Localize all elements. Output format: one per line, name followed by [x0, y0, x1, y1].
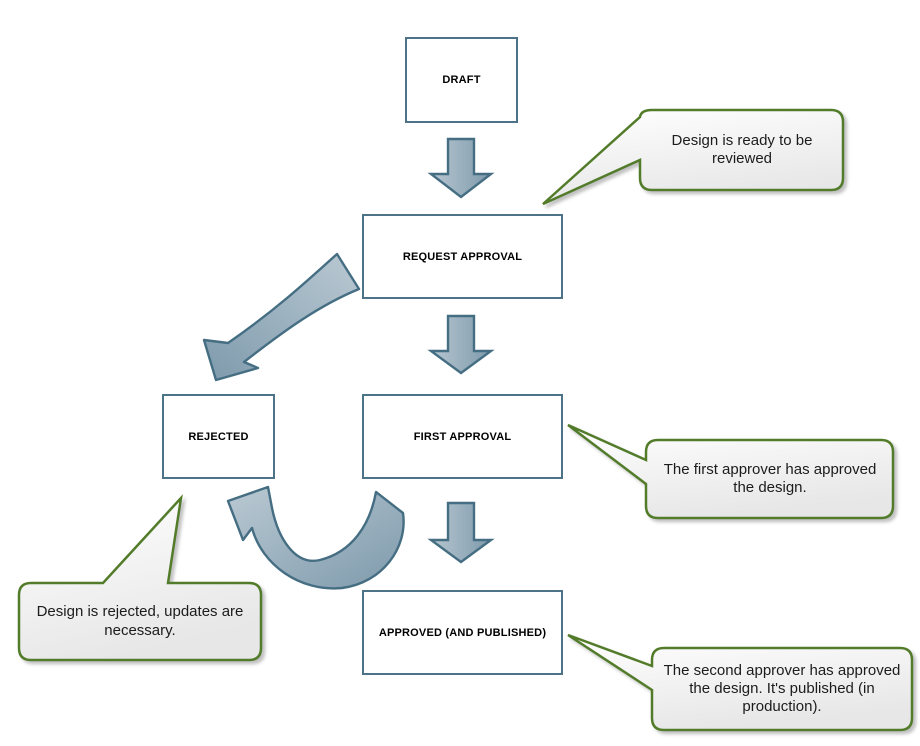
node-draft: DRAFT	[405, 37, 518, 123]
callout-first-approved-text: The first approver has approved the desi…	[663, 460, 877, 496]
node-approved-published: APPROVED (AND PUBLISHED)	[362, 590, 563, 675]
curved-arrow-first-to-rejected	[226, 485, 405, 590]
arrow-draft-to-request	[427, 137, 495, 199]
arrow-request-to-first	[427, 314, 495, 375]
node-first-approval-label: FIRST APPROVAL	[413, 430, 512, 443]
node-rejected: REJECTED	[162, 394, 275, 479]
arrow-first-to-approved	[427, 501, 495, 564]
node-request-approval-label: REQUEST APPROVAL	[402, 250, 523, 263]
callout-first-approved-bubble	[567, 423, 895, 520]
node-draft-label: DRAFT	[442, 74, 481, 86]
callout-rejected-text: Design is rejected, updates are necessar…	[36, 603, 244, 639]
callout-second-approved-bubble	[567, 633, 914, 732]
callout-second-approved-text: The second approver has approved the des…	[663, 661, 901, 716]
node-approved-published-label: APPROVED (AND PUBLISHED)	[378, 626, 547, 639]
node-request-approval: REQUEST APPROVAL	[362, 214, 563, 299]
node-first-approval: FIRST APPROVAL	[362, 394, 563, 479]
callout-rejected-bubble	[17, 494, 263, 662]
node-rejected-label: REJECTED	[188, 430, 249, 443]
callout-ready-text: Design is ready to be reviewed	[671, 131, 813, 167]
curved-arrow-request-to-rejected	[202, 252, 361, 382]
callout-ready-bubble	[542, 108, 845, 206]
